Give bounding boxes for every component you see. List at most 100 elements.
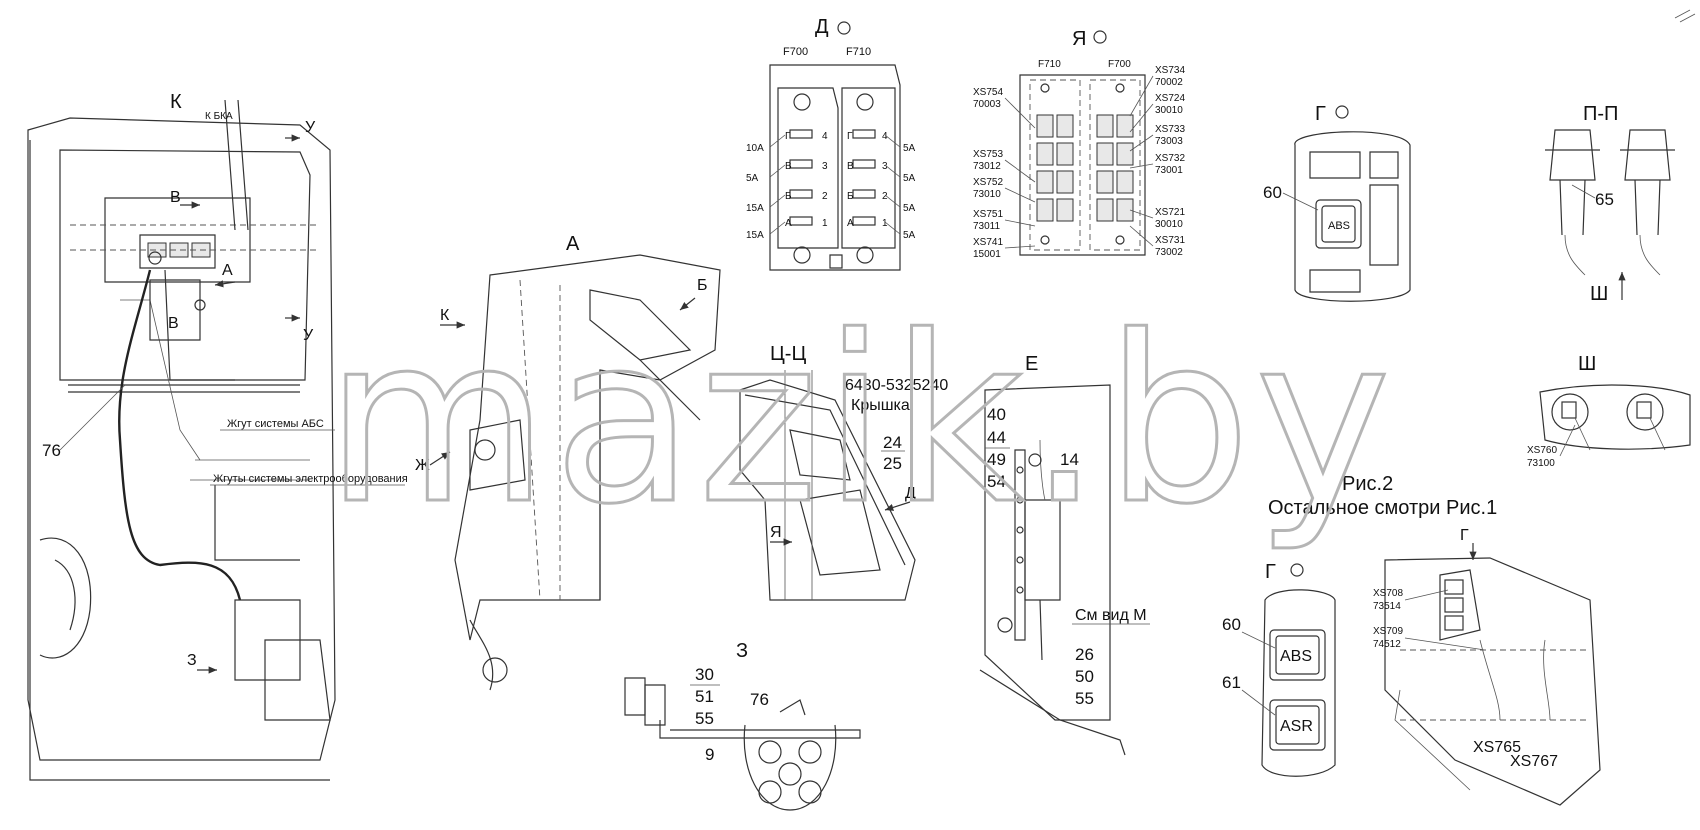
- cab-assembly-drawing: [27, 99, 336, 781]
- view-ya-f700-label: F700: [1108, 59, 1131, 70]
- fuse-rating-right: 5A: [903, 230, 916, 241]
- section-u-top-label: У: [305, 119, 316, 136]
- fuse-slot-number-left: 2: [822, 191, 828, 202]
- relay-left-leader: [1004, 159, 1036, 183]
- relay-socket: [1116, 170, 1134, 194]
- fuse-rating-right: 5A: [903, 143, 916, 154]
- relay-right-code: 70002: [1155, 77, 1183, 88]
- position-30: 30: [695, 665, 714, 684]
- xs765-label: XS765: [1473, 739, 1521, 756]
- position-25: 25: [883, 454, 902, 473]
- relay-right-code: 73003: [1155, 136, 1183, 147]
- relay-right-leader: [1129, 225, 1154, 247]
- fuse-slot-right: [852, 129, 876, 139]
- view-cc-d-arrow: [884, 501, 911, 511]
- fuse-slot-left: [789, 216, 813, 226]
- fuse-slot-number-right: 3: [882, 161, 888, 172]
- relay-right-xs: XS733: [1155, 124, 1185, 135]
- abs-harness-label: Жгут системы АБС: [227, 418, 324, 430]
- see-view-m-label: См вид М: [1075, 607, 1147, 624]
- relay-socket: [1056, 114, 1074, 138]
- xs709-leader: [1404, 637, 1486, 651]
- view-a-b-label: Б: [697, 277, 708, 294]
- fuse-slot-letter-right: В: [847, 161, 854, 172]
- relay-right-code: 73002: [1155, 247, 1183, 258]
- connector-view-drawing: [1539, 384, 1691, 451]
- position-61: 61: [1222, 673, 1241, 692]
- fuse-slot-left: [789, 129, 813, 139]
- relay-left-code: 70003: [973, 99, 1001, 110]
- relay-left-xs: XS754: [973, 87, 1003, 98]
- fuse-rating-left: 15A: [746, 203, 764, 214]
- view-pp-title: П-П: [1583, 103, 1618, 125]
- view-a-title: А: [566, 233, 580, 255]
- relay-left-xs: XS752: [973, 177, 1003, 188]
- view-g-arrow-label: Г: [1460, 527, 1469, 544]
- relay-sockets: [1036, 114, 1134, 222]
- view-a-k-label: К: [440, 307, 450, 324]
- fuse-rating-right: 5A: [903, 173, 916, 184]
- fuse-slot-number-left: 4: [822, 131, 828, 142]
- xs708-code: 73514: [1373, 601, 1401, 612]
- relay-right-leader: [1129, 209, 1154, 219]
- relay-right-leader: [1129, 75, 1154, 117]
- clamp-view-drawing: [624, 677, 861, 811]
- position-26: 26: [1075, 645, 1094, 664]
- view-v-bottom-label: В: [168, 315, 179, 332]
- position-49: 49: [987, 450, 1006, 469]
- fuse-rating-right-leader: [884, 221, 901, 235]
- relay-socket: [1096, 198, 1114, 222]
- relay-right-code: 73001: [1155, 165, 1183, 176]
- fuse-rating-left-leader: [769, 194, 786, 208]
- fuse-slot-right: [852, 159, 876, 169]
- relay-left-code: 73011: [973, 221, 1001, 232]
- relay-left-leader: [1004, 245, 1036, 249]
- position-55-e: 55: [1075, 689, 1094, 708]
- position-40: 40: [987, 405, 1006, 424]
- relay-socket: [1116, 114, 1134, 138]
- view-ya-f710-label: F710: [1038, 59, 1061, 70]
- relay-right-xs: XS732: [1155, 153, 1185, 164]
- relay-socket: [1096, 142, 1114, 166]
- fuse-slot-letter-left: Г: [785, 131, 791, 142]
- abs-button-label-bottom: ABS: [1280, 648, 1312, 665]
- position-76-left-leader: [59, 384, 126, 451]
- cover-part-number: 6430-5325240: [845, 377, 948, 394]
- view-sh-title: Ш: [1578, 353, 1596, 375]
- fuse-slot-letter-left: В: [785, 161, 792, 172]
- relay-left-leader: [1004, 219, 1036, 227]
- relay-left-xs: XS753: [973, 149, 1003, 160]
- section-u-bottom-label: У: [303, 327, 314, 344]
- bracket-view-drawing: [979, 384, 1126, 756]
- fuse-rating-right-leader: [884, 164, 901, 178]
- fuse-slot-number-left: 1: [822, 218, 828, 229]
- view-a-drawing: [454, 254, 721, 691]
- position-76-left: 76: [42, 441, 61, 460]
- view-a-b-arrow: [679, 297, 696, 311]
- fuse-rating-left-leader: [769, 221, 786, 235]
- view-g-bottom-rotation-icon: [1290, 563, 1304, 577]
- view-d-f710-label: F710: [846, 46, 871, 58]
- relay-left-code: 73010: [973, 189, 1001, 200]
- relay-left-leader: [1004, 97, 1036, 129]
- fuse-rating-right-leader: [884, 134, 901, 148]
- view-g-top-rotation-icon: [1335, 105, 1349, 119]
- xs709-code: 74512: [1373, 639, 1401, 650]
- relay-right-code: 30010: [1155, 219, 1183, 230]
- fuse-rating-left: 15A: [746, 230, 764, 241]
- view-a-zh-arrow: [429, 451, 451, 466]
- position-60-bottom-leader: [1241, 631, 1276, 649]
- fuse-slot-left: [789, 159, 813, 169]
- view-d-title: Д: [815, 16, 829, 38]
- fuse-slot-right: [852, 189, 876, 199]
- fuse-slot-letter-right: А: [847, 218, 854, 229]
- console-isometric-drawing: [1384, 557, 1601, 806]
- fuse-block-drawing: [769, 64, 901, 271]
- relay-right-xs: XS721: [1155, 207, 1185, 218]
- to-bka-label: К БКА: [205, 111, 233, 122]
- view-d-rotation-icon: [837, 21, 851, 35]
- fuse-rating-left-leader: [769, 164, 786, 178]
- position-54: 54: [987, 472, 1006, 491]
- fuse-slot-letter-right: Б: [847, 191, 854, 202]
